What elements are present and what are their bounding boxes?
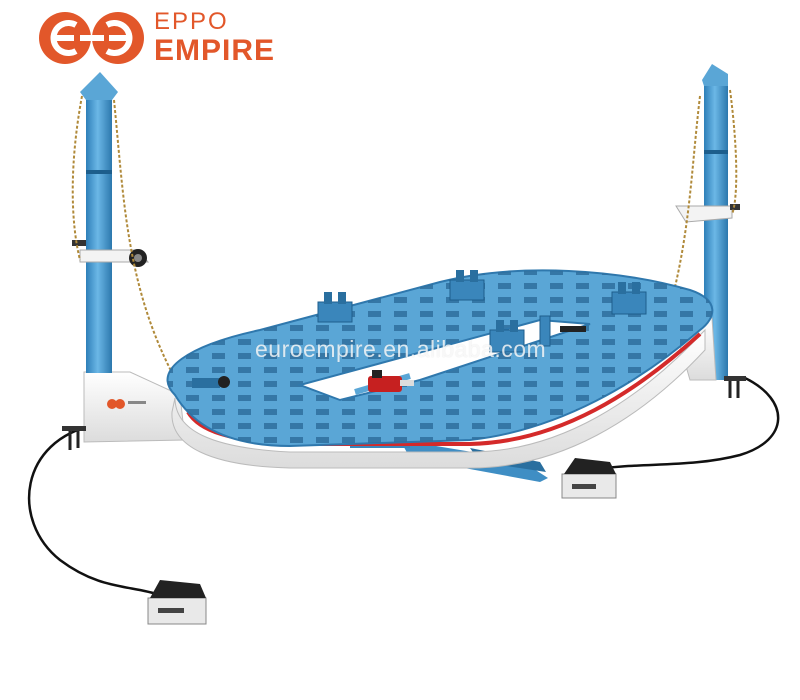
tool-left-end <box>192 376 230 388</box>
platform-top <box>166 269 714 448</box>
clamp-post <box>539 315 586 347</box>
brand-logo: EPPO EMPIRE <box>38 10 275 66</box>
left-tower-base <box>62 371 186 450</box>
right-chain <box>659 89 738 341</box>
brand-name-line1: EPPO <box>154 8 229 35</box>
left-hydraulic-hose <box>27 423 161 597</box>
left-tower-pillar <box>72 72 150 373</box>
watermark-text: euroempire.en.alibaba.com <box>255 336 547 362</box>
clamp-front-right <box>449 270 485 301</box>
eppo-empire-logo-mark-icon <box>39 12 144 64</box>
left-chain <box>71 95 179 385</box>
clamp-front-left <box>317 292 353 323</box>
brand-name-line2: EMPIRE <box>154 34 276 67</box>
hydraulic-jack <box>368 370 414 392</box>
right-air-pump <box>561 458 617 499</box>
clamp-rear-right <box>611 282 647 315</box>
right-hydraulic-hose <box>589 376 780 472</box>
left-air-pump <box>147 580 207 625</box>
clamp-rear-left <box>489 320 525 353</box>
